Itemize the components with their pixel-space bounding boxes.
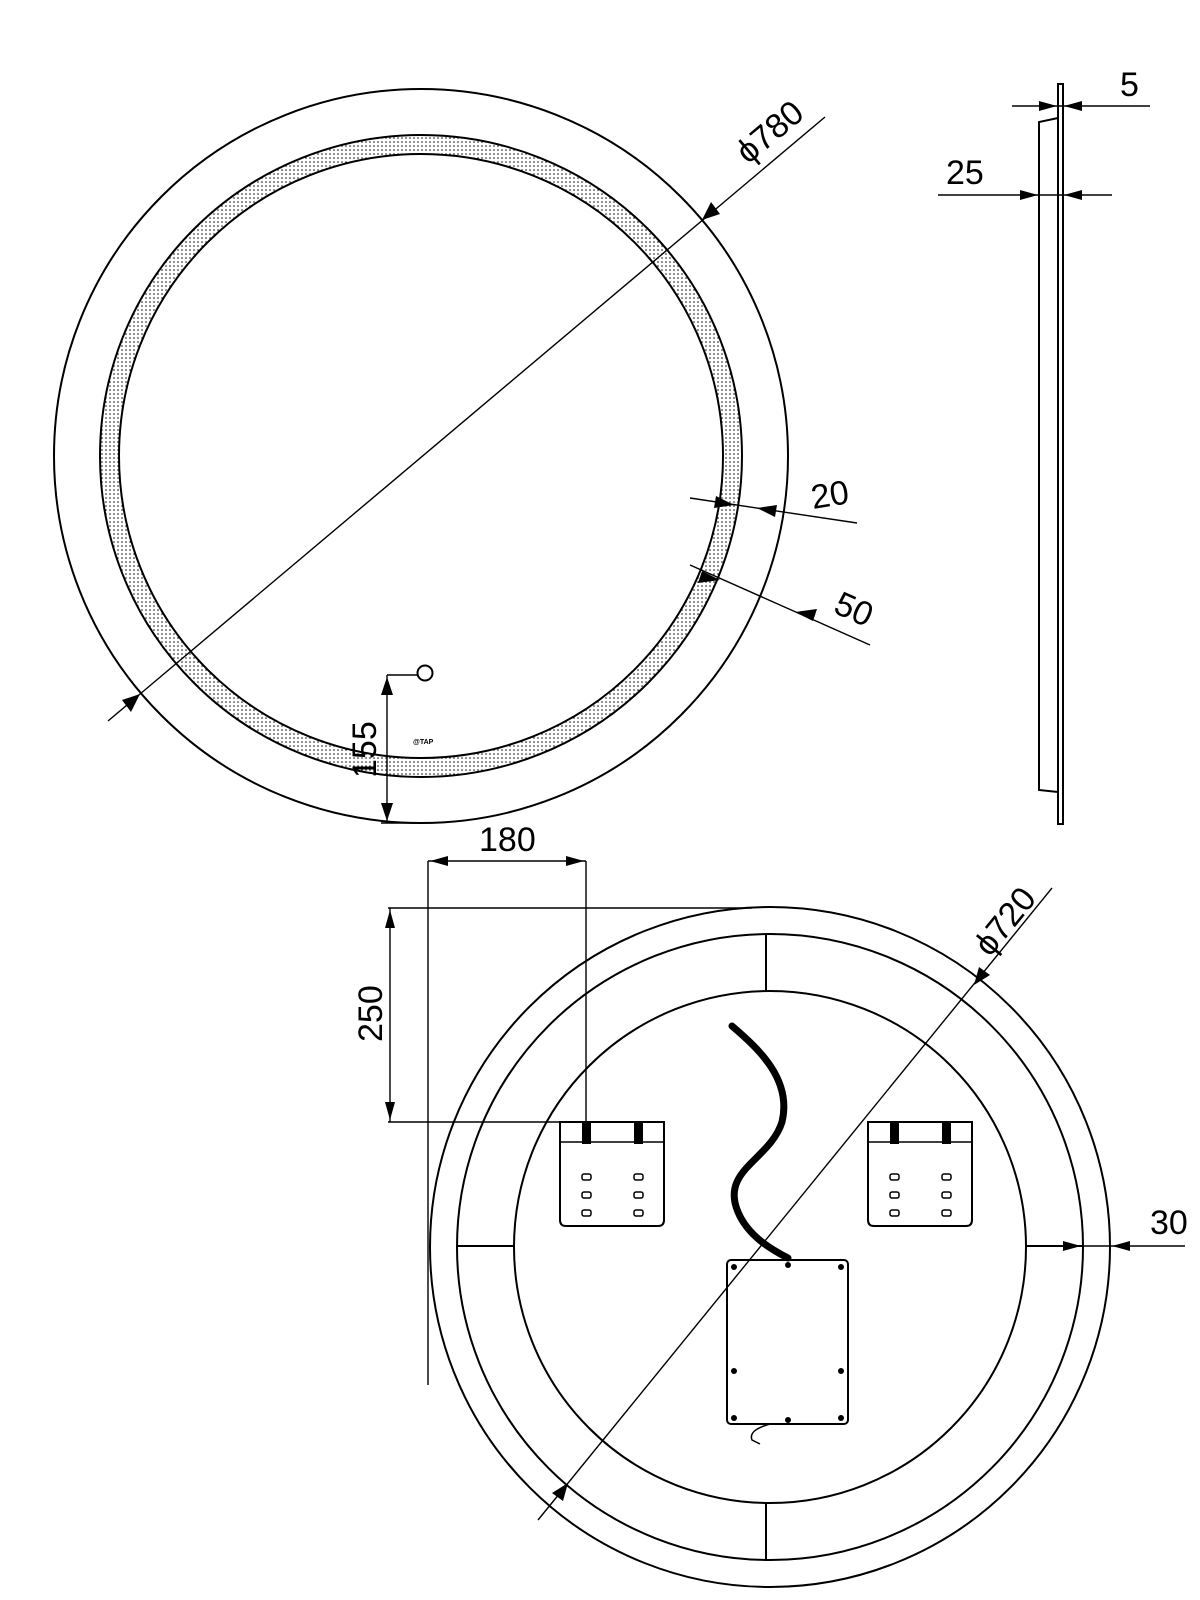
- arrowhead: [1064, 190, 1082, 200]
- led-driver-box: [726, 1259, 849, 1445]
- arrowhead: [1112, 1241, 1130, 1251]
- led-band-inner: [118, 153, 724, 759]
- side-view: 5 25: [938, 66, 1150, 825]
- arrowhead: [1039, 101, 1057, 111]
- arrowhead: [566, 856, 584, 866]
- back-view: ϕ720 180 250 30: [352, 821, 1188, 1588]
- led-band-outer: [99, 134, 743, 778]
- switch-height-label: 155: [346, 721, 384, 778]
- back-diameter-label: ϕ720: [967, 880, 1044, 963]
- arrowhead: [974, 967, 990, 985]
- mirror-outer-edge: [53, 88, 789, 824]
- bracket-spacing-label: 180: [479, 821, 536, 859]
- depth-label: 25: [946, 154, 984, 192]
- arrowhead: [381, 677, 393, 695]
- arrowhead: [122, 694, 140, 712]
- arrowhead: [795, 609, 817, 621]
- arrowhead: [1020, 190, 1038, 200]
- mirror-frame-profile: [1038, 117, 1059, 793]
- touch-switch-icon: [416, 664, 434, 682]
- mirror-glass-profile: [1057, 83, 1064, 825]
- arrowhead: [702, 202, 720, 220]
- led-band: [90, 125, 752, 787]
- front-view: ϕ780 20 50 @TAP 155: [53, 88, 879, 824]
- edge-band-width-label: 50: [829, 585, 879, 635]
- led-band-width-label: 20: [808, 473, 851, 516]
- bracket-height-label: 250: [352, 985, 390, 1042]
- arrowhead: [1064, 101, 1082, 111]
- arrowhead: [714, 496, 734, 508]
- back-outer-edge: [429, 906, 1111, 1588]
- edge-band-dimension-line: [689, 564, 871, 646]
- arrowhead: [757, 505, 777, 517]
- power-cable: [728, 1022, 792, 1262]
- back-diameter-dimension-line: [537, 887, 1053, 1521]
- arrowhead: [552, 1483, 568, 1501]
- rim-width-label: 30: [1150, 1204, 1188, 1242]
- arrowhead: [385, 1102, 395, 1120]
- wall-bracket-left: [559, 1121, 665, 1227]
- wall-bracket-right: [867, 1121, 973, 1227]
- arrowhead: [381, 803, 393, 821]
- arrowhead: [385, 910, 395, 928]
- arrowhead: [430, 856, 448, 866]
- arrowhead: [698, 571, 720, 583]
- arrowhead: [1063, 1241, 1081, 1251]
- glass-thickness-label: 5: [1120, 66, 1139, 104]
- brand-mark: @TAP: [413, 739, 434, 746]
